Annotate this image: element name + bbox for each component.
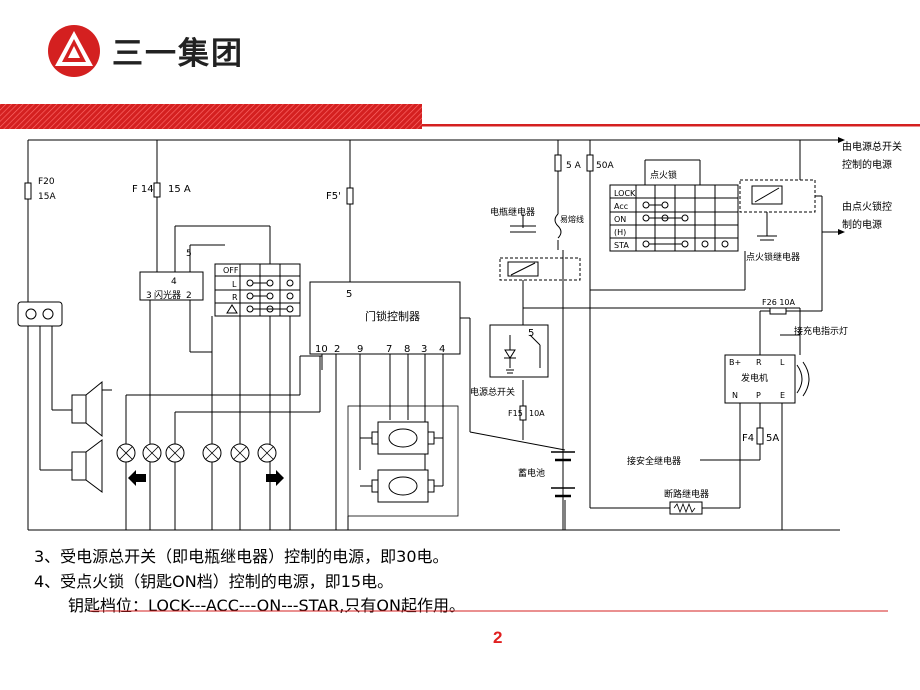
door-lock-pin-7: 7 — [386, 344, 392, 355]
flasher-pin-2: 2 — [186, 291, 192, 301]
safety-relay-label: 接安全继电器 — [627, 455, 681, 467]
generator-terminal-b: B+ — [729, 358, 741, 367]
charge-indicator-label: 接充电指示灯 — [794, 325, 848, 337]
main-fuse-1-label: 5 A — [566, 161, 582, 171]
from-main-switch-line2: 控制的电源 — [842, 158, 892, 171]
main-switch-pin-5: 5 — [528, 328, 534, 339]
light-switch-l: L — [232, 280, 237, 289]
header-band — [0, 104, 920, 129]
light-switch-off: OFF — [223, 266, 239, 275]
ignition-row-on: ON — [614, 215, 626, 224]
power-main-switch-label: 电源总开关 — [470, 386, 515, 398]
flasher-label: 闪光器 — [154, 289, 181, 301]
fuse-f4-rating: 5A — [766, 433, 779, 444]
generator-terminal-e: E — [780, 391, 785, 400]
fuse-f20-rating: 15A — [38, 192, 56, 202]
ignition-row-lock: LOCK — [614, 189, 636, 198]
from-main-switch-line1: 由电源总开关 — [842, 140, 902, 153]
battery-relay-label: 电瓶继电器 — [490, 206, 535, 218]
from-ignition-line1: 由点火锁控 — [842, 200, 892, 213]
page-number: 2 — [493, 628, 503, 647]
fuse-f14-label: F 14 — [132, 184, 154, 195]
battery-label: 蓄电池 — [518, 467, 545, 479]
ignition-row-acc: Acc — [614, 202, 628, 211]
generator-terminal-l: L — [780, 358, 785, 367]
caption-line-1: 3、受电源总开关（即电瓶继电器）控制的电源，即30电。 — [34, 547, 449, 566]
door-lock-pin-10: 10 — [315, 344, 328, 355]
flasher-pin-3: 3 — [146, 291, 152, 301]
flasher-pin-4: 4 — [171, 277, 177, 287]
door-lock-controller-label: 门锁控制器 — [365, 309, 420, 323]
fuse-f20-label: F20 — [38, 177, 55, 187]
door-lock-pin-2: 2 — [334, 344, 340, 355]
caption-line-2: 4、受点火锁（钥匙ON档）控制的电源，即15电。 — [34, 572, 394, 591]
door-lock-pin-5: 5 — [346, 289, 352, 300]
door-lock-pin-3: 3 — [421, 344, 427, 355]
fuse-f15-label: F15 — [508, 409, 523, 418]
ignition-relay-label: 点火锁继电器 — [746, 251, 800, 263]
fuse-f5-label: F5' — [326, 191, 341, 202]
door-lock-pin-4: 4 — [439, 344, 445, 355]
footer-divider — [90, 610, 888, 612]
generator-label: 发电机 — [741, 372, 768, 384]
light-switch-r: R — [232, 293, 238, 302]
door-lock-pin-8: 8 — [404, 344, 410, 355]
fuse-f15-rating: 10A — [529, 409, 545, 418]
flasher-pin-5: 5 — [186, 249, 192, 259]
fuse-f4-label: F4 — [742, 433, 754, 444]
fuse-f26-label: F26 10A — [762, 298, 796, 307]
caption-line-3: 钥匙档位：LOCK---ACC---ON---STAR,只有ON起作用。 — [68, 596, 465, 615]
fusible-link-label: 易熔线 — [560, 214, 584, 224]
ignition-switch-label: 点火锁 — [650, 169, 677, 181]
door-lock-pin-9: 9 — [357, 344, 363, 355]
brand-name: 三一集团 — [112, 36, 244, 72]
cutoff-relay-label: 断路继电器 — [664, 488, 709, 500]
ignition-row-sta: STA — [614, 241, 629, 250]
ignition-row-h: (H) — [614, 228, 626, 237]
from-ignition-line2: 制的电源 — [842, 218, 882, 231]
fuse-f14-rating: 15 A — [168, 184, 191, 195]
generator-terminal-p: P — [756, 391, 761, 400]
generator-terminal-r: R — [756, 358, 762, 367]
main-fuse-2-label: 50A — [596, 161, 614, 171]
sany-logo-icon — [48, 25, 100, 77]
generator-terminal-n: N — [732, 391, 738, 400]
